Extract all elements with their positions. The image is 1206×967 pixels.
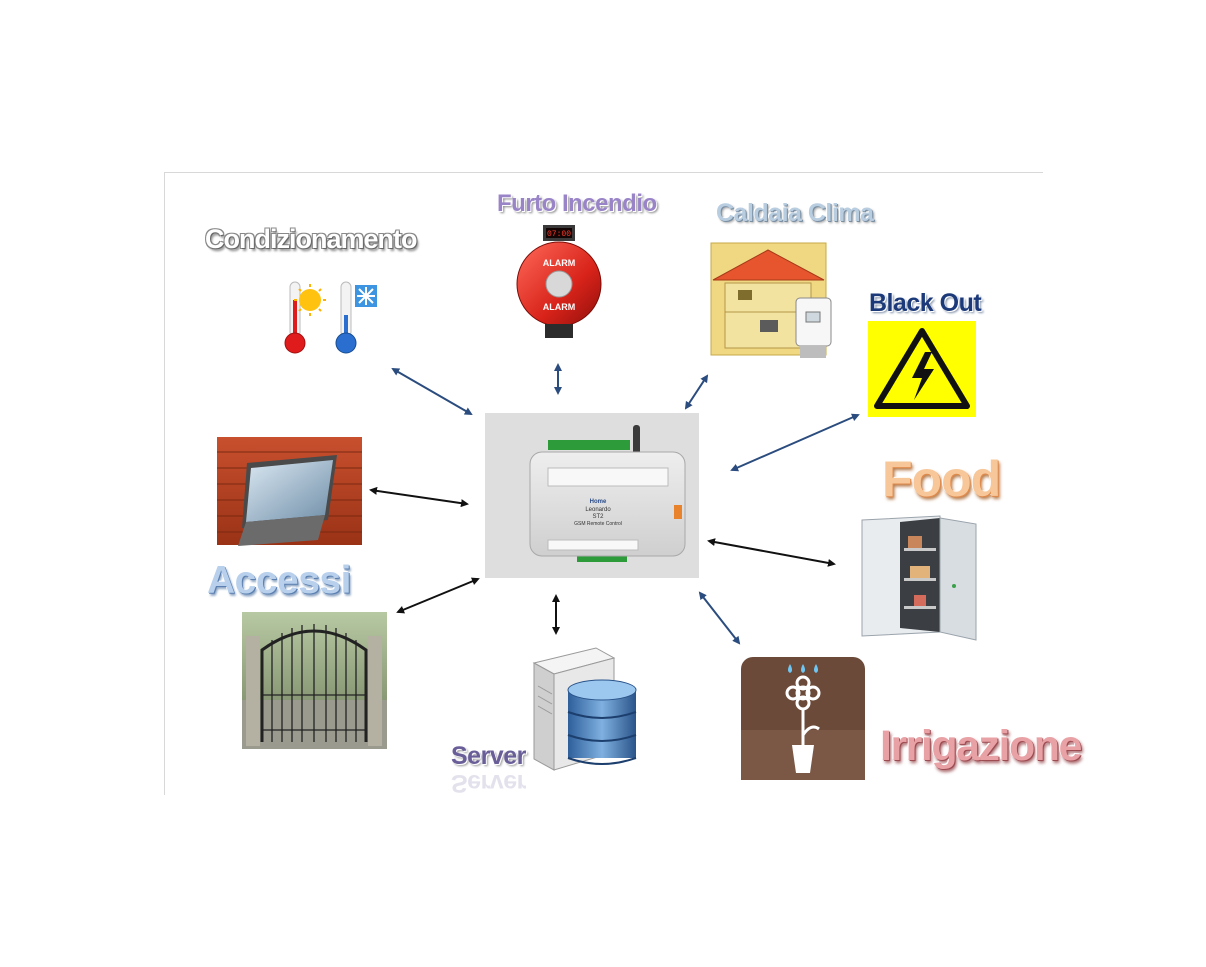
label-condizionamento: Condizionamento — [205, 224, 417, 254]
arrow-caldaia-clima — [684, 374, 709, 410]
arrow-accessi — [396, 577, 480, 614]
svg-text:Home: Home — [590, 499, 607, 505]
arrow-irrigazione — [698, 591, 741, 645]
thermometer-sun-snowflake-icon — [284, 281, 377, 354]
svg-text:ALARM: ALARM — [543, 258, 576, 268]
roof-window-icon — [217, 437, 362, 546]
label-food: Food — [882, 451, 1001, 507]
label-irrigazione: Irrigazione — [880, 722, 1082, 770]
cold-room-icon — [861, 515, 977, 641]
svg-text:ST2: ST2 — [592, 514, 604, 520]
flower-watering-icon — [741, 657, 865, 780]
arrow-black-out — [730, 413, 860, 472]
svg-text:07:00: 07:00 — [547, 230, 571, 239]
label-server: Server — [451, 742, 526, 770]
svg-text:GSM Remote Control: GSM Remote Control — [574, 521, 622, 527]
gsm-controller-device: Home Leonardo ST2 GSM Remote Control — [485, 413, 699, 578]
high-voltage-warning-icon — [868, 321, 976, 417]
arrow-roof-window — [369, 486, 469, 508]
alarm-bell-icon: 07:00 ALARM ALARM — [516, 225, 602, 338]
house-boiler-icon — [710, 242, 832, 358]
diagram-frame — [164, 172, 1043, 795]
gate-icon — [242, 612, 387, 749]
svg-text:ALARM: ALARM — [543, 302, 576, 312]
label-black-out: Black Out — [869, 289, 982, 317]
label-caldaia-clima: Caldaia Clima — [716, 199, 874, 227]
connection-arrows — [369, 363, 860, 645]
label-server-reflection: Server — [451, 769, 526, 797]
arrow-food — [707, 538, 836, 567]
server-database-icon — [532, 647, 637, 771]
label-accessi: Accessi — [207, 559, 351, 602]
label-furto-incendio: Furto Incendio — [497, 190, 657, 217]
arrow-condizionamento — [391, 368, 473, 415]
svg-text:Leonardo: Leonardo — [585, 507, 611, 513]
